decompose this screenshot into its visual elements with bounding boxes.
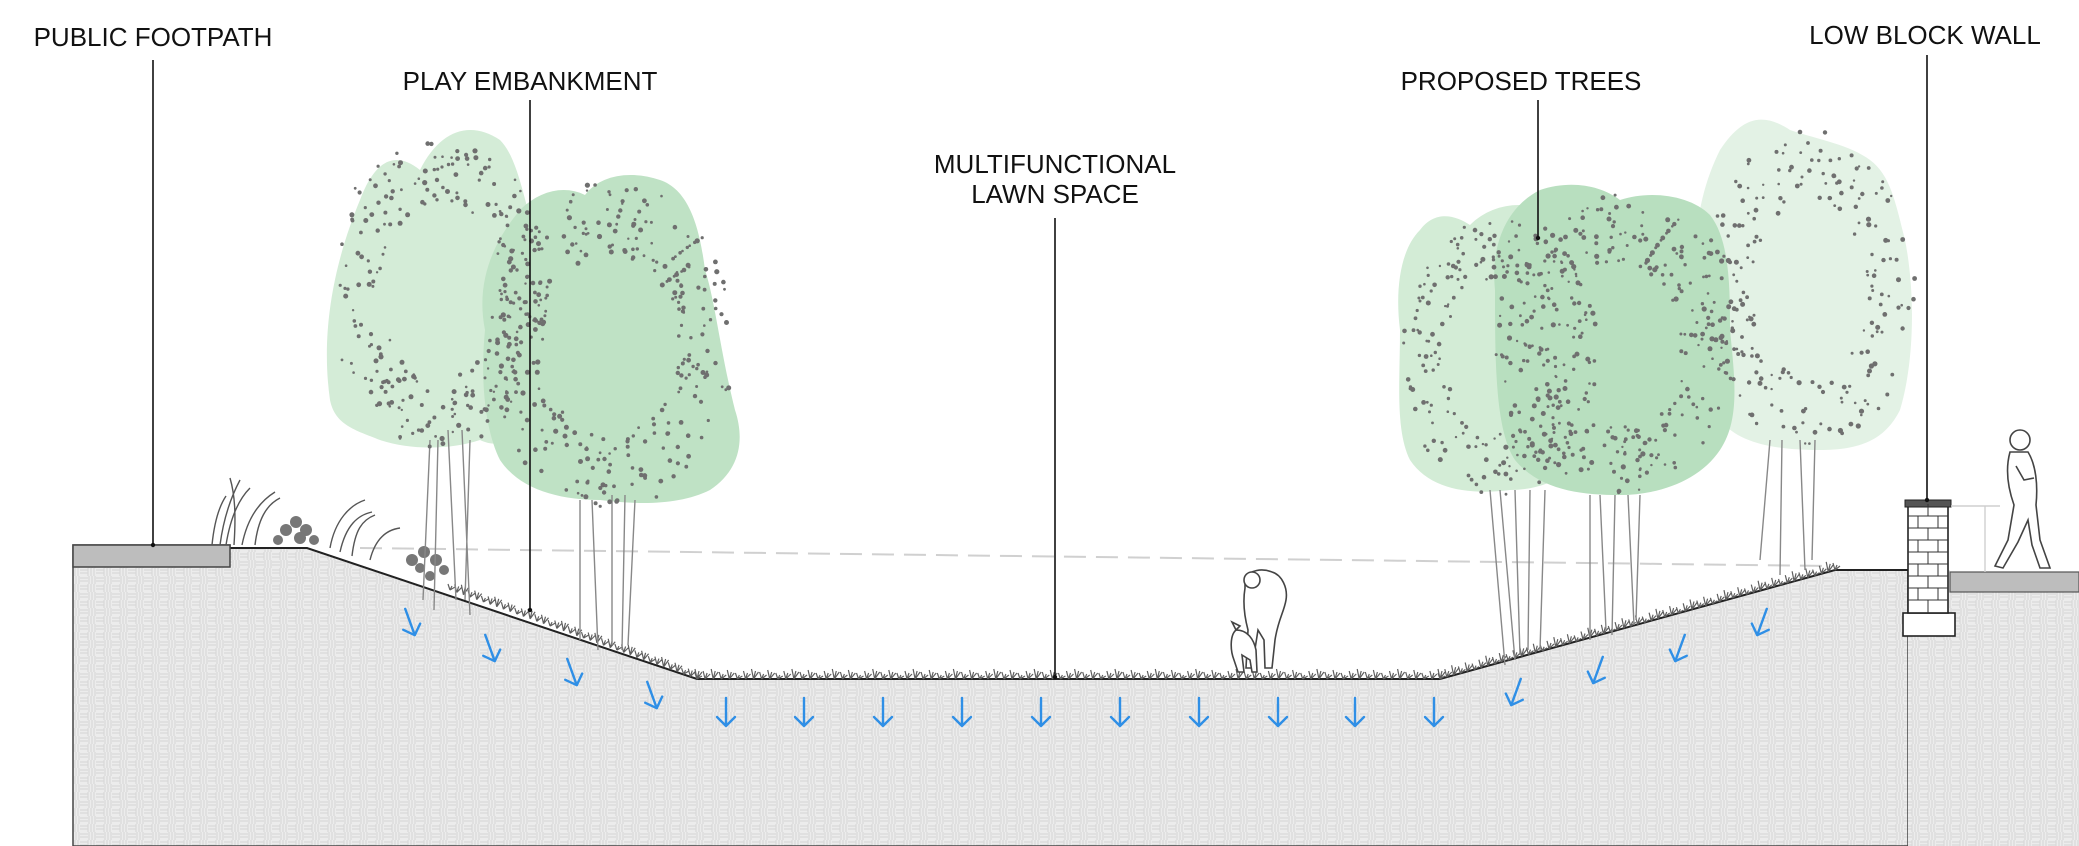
down-arrow-icon bbox=[402, 607, 422, 637]
ground-section bbox=[72, 544, 2079, 846]
down-arrow-icon bbox=[1267, 696, 1289, 728]
down-arrow-icon bbox=[872, 696, 894, 728]
down-arrow-icon bbox=[644, 680, 664, 710]
walking-person-icon bbox=[1993, 429, 2052, 569]
grass-line bbox=[447, 561, 1841, 680]
down-arrow-icon bbox=[1344, 696, 1366, 728]
down-arrow-icon bbox=[1030, 696, 1052, 728]
label-play-embankment: PLAY EMBANKMENT bbox=[403, 66, 658, 96]
public-footpath-slab bbox=[72, 544, 231, 568]
down-arrow-icon bbox=[1109, 696, 1131, 728]
down-arrow-icon bbox=[1504, 677, 1524, 707]
down-arrow-icon bbox=[951, 696, 973, 728]
infiltration-arrows bbox=[402, 607, 1770, 728]
down-arrow-icon bbox=[564, 657, 584, 687]
low-block-wall bbox=[1902, 499, 2000, 637]
down-arrow-icon bbox=[1188, 696, 1210, 728]
down-arrow-icon bbox=[793, 696, 815, 728]
down-arrow-icon bbox=[715, 696, 737, 728]
down-arrow-icon bbox=[1750, 607, 1770, 637]
label-public-footpath: PUBLIC FOOTPATH bbox=[34, 22, 273, 52]
down-arrow-icon bbox=[482, 633, 502, 663]
left-embankment-planting bbox=[211, 477, 449, 581]
label-multifunctional: MULTIFUNCTIONAL bbox=[934, 149, 1176, 179]
down-arrow-icon bbox=[1423, 696, 1445, 728]
right-tree-group bbox=[1398, 119, 1917, 666]
right-footpath-paving bbox=[1949, 571, 2079, 593]
label-proposed-trees: PROPOSED TREES bbox=[1401, 66, 1642, 96]
leader-lines bbox=[150, 55, 1930, 680]
label-lawn-space: LAWN SPACE bbox=[971, 179, 1139, 209]
person-with-dog-icon bbox=[1230, 569, 1288, 673]
left-tree-group bbox=[326, 130, 740, 651]
down-arrow-icon bbox=[1586, 655, 1606, 685]
tree-right-pale bbox=[1696, 119, 1912, 576]
down-arrow-icon bbox=[1668, 633, 1688, 663]
label-low-block-wall: LOW BLOCK WALL bbox=[1809, 20, 2041, 50]
tree-right-middle bbox=[1494, 184, 1735, 640]
